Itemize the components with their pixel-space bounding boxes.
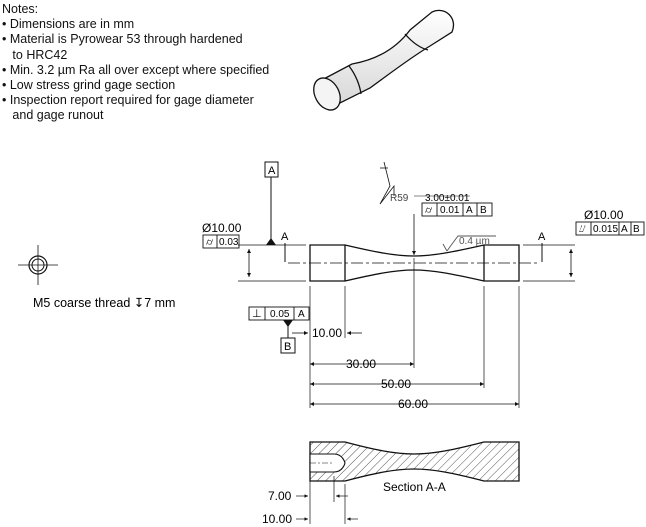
svg-text:B: B xyxy=(284,341,291,353)
dim-30: 30.00 xyxy=(346,357,376,371)
dim-60: 60.00 xyxy=(398,397,428,411)
note-item: to HRC42 xyxy=(2,47,68,62)
perpendicularity-datum: A xyxy=(298,309,305,320)
gage-diameter-label: 3.00±0.01 xyxy=(425,193,470,204)
dim-50: 50.00 xyxy=(381,377,411,391)
section-markers: A A xyxy=(281,231,546,262)
notes-list: • Dimensions are in mm • Material is Pyr… xyxy=(2,17,269,123)
cylindricity-icon: ⌭ xyxy=(206,237,214,248)
gage-fcf-datum-a: A xyxy=(466,205,473,216)
right-fcf-tolerance: 0.015 xyxy=(593,224,618,235)
datum-a: A xyxy=(264,161,279,245)
gage-fcf: ⌭ 0.01 A B xyxy=(421,202,493,217)
thread-label: M5 coarse thread ↧7 mm xyxy=(33,296,175,310)
notes-block: Notes: • Dimensions are in mm • Material… xyxy=(2,2,269,124)
gage-fcf-datum-b: B xyxy=(480,205,487,216)
cylindricity-icon: ⌭ xyxy=(425,205,433,216)
dim-7: 7.00 xyxy=(268,489,292,503)
left-diameter-label: Ø10.00 xyxy=(202,221,242,235)
gage-fcf-tolerance: 0.01 xyxy=(440,205,460,216)
svg-text:A: A xyxy=(268,165,276,177)
section-dimension-lines xyxy=(296,476,358,524)
note-item: • Low stress grind gage section xyxy=(2,78,176,93)
perpendicularity-tolerance: 0.05 xyxy=(270,309,290,320)
perpendicularity-icon: ⊥ xyxy=(252,308,262,320)
left-fcf-tolerance: 0.03 xyxy=(219,237,239,248)
section-view xyxy=(309,441,520,482)
dim-10: 10.00 xyxy=(312,326,342,340)
note-item: • Inspection report required for gage di… xyxy=(2,93,254,108)
note-item: • Material is Pyrowear 53 through harden… xyxy=(2,32,243,47)
thread-end-view xyxy=(18,245,58,285)
extension-lines xyxy=(238,244,575,408)
right-fcf-datum-a: A xyxy=(621,224,628,235)
surface-finish-symbol xyxy=(442,235,496,252)
gage-radius-label: R59 xyxy=(390,193,409,204)
section-label: Section A-A xyxy=(383,480,446,494)
linear-dimension-lines xyxy=(292,331,519,406)
section-mark-right: A xyxy=(538,231,546,243)
gage-callouts xyxy=(379,161,470,255)
note-item: • Min. 3.2 µm Ra all over except where s… xyxy=(2,62,270,77)
perpendicularity-fcf: ⊥ 0.05 A xyxy=(248,306,310,321)
surface-finish-label: 0.4 µm xyxy=(459,236,490,247)
notes-title: Notes: xyxy=(2,2,39,16)
section-mark-left: A xyxy=(281,231,289,243)
note-item: and gage runout xyxy=(2,108,104,123)
left-fcf: ⌭ 0.03 xyxy=(202,234,240,249)
right-diameter-label: Ø10.00 xyxy=(584,208,624,222)
datum-b: B xyxy=(280,320,296,354)
right-fcf-datum-b: B xyxy=(633,224,640,235)
note-item: • Dimensions are in mm xyxy=(2,17,135,32)
dim-section-10: 10.00 xyxy=(262,512,292,526)
right-fcf: ⌰ 0.015 A B xyxy=(575,221,645,236)
isometric-view xyxy=(313,9,455,111)
total-runout-icon: ⌰ xyxy=(579,224,586,235)
